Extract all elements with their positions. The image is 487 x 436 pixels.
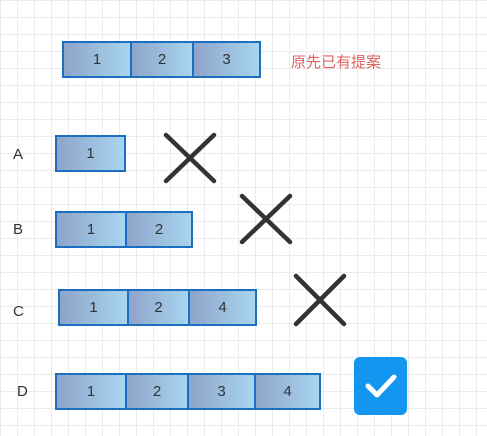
option-c-row: 1 2 4 bbox=[58, 289, 257, 326]
option-d-row: 1 2 3 4 bbox=[55, 373, 321, 410]
option-b-cell: 1 bbox=[57, 213, 125, 246]
option-label-b: B bbox=[13, 221, 24, 238]
option-c-cell: 2 bbox=[127, 291, 188, 324]
checkmark-icon bbox=[354, 357, 407, 415]
existing-cell: 1 bbox=[64, 43, 130, 76]
option-c-cell: 1 bbox=[60, 291, 127, 324]
option-c-cell: 4 bbox=[188, 291, 255, 324]
cross-icon bbox=[163, 132, 217, 184]
option-d-cell: 1 bbox=[57, 375, 125, 408]
cross-icon bbox=[239, 193, 293, 245]
existing-cell: 2 bbox=[130, 43, 192, 76]
option-d-cell: 4 bbox=[254, 375, 319, 408]
option-label-c: C bbox=[13, 303, 24, 320]
existing-note: 原先已有提案 bbox=[291, 53, 382, 71]
option-a-cell: 1 bbox=[57, 137, 124, 170]
option-a-row: 1 bbox=[55, 135, 126, 172]
option-d-cell: 2 bbox=[125, 375, 187, 408]
existing-cell: 3 bbox=[192, 43, 259, 76]
option-label-a: A bbox=[13, 146, 24, 163]
option-b-cell: 2 bbox=[125, 213, 191, 246]
existing-proposal-row: 1 2 3 bbox=[62, 41, 261, 78]
option-d-cell: 3 bbox=[187, 375, 254, 408]
option-b-row: 1 2 bbox=[55, 211, 193, 248]
option-label-d: D bbox=[17, 383, 28, 400]
cross-icon bbox=[293, 273, 347, 327]
